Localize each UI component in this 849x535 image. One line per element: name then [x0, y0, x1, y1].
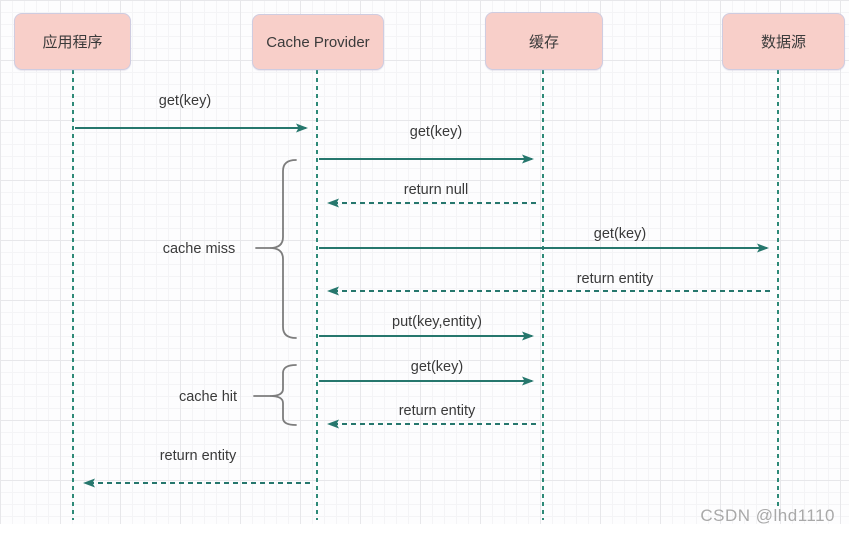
actor-application: 应用程序 — [14, 13, 131, 70]
lifelines — [72, 70, 779, 520]
sequence-diagram-canvas: 应用程序 Cache Provider 缓存 数据源 get(key) get(… — [0, 0, 849, 524]
annotation-cache-miss: cache miss — [162, 241, 236, 257]
annotation-cache-hit: cache hit — [178, 389, 238, 405]
actor-data-source: 数据源 — [722, 13, 845, 70]
csdn-watermark: CSDN @lhd1110 — [700, 506, 835, 525]
actor-cache-provider: Cache Provider — [252, 14, 384, 70]
message-label-return-entity-1: return entity — [576, 271, 654, 287]
message-label-get-key-4: get(key) — [410, 359, 464, 375]
brace-cache-miss — [269, 159, 297, 339]
solid-message-arrows — [75, 123, 769, 386]
annotation-braces — [253, 159, 297, 426]
message-label-get-key-2: get(key) — [409, 124, 463, 140]
message-label-put-key-entity: put(key,entity) — [392, 314, 482, 330]
message-label-return-null: return null — [403, 182, 469, 198]
dashed-return-arrows — [83, 198, 770, 488]
message-label-get-key-3: get(key) — [593, 226, 647, 242]
message-label-get-key-1: get(key) — [158, 93, 212, 109]
message-label-return-entity-2: return entity — [398, 403, 476, 419]
message-label-return-entity-3: return entity — [159, 448, 237, 464]
brace-cache-hit — [269, 364, 297, 426]
diagram-lines-layer — [72, 70, 779, 520]
actor-cache: 缓存 — [485, 12, 603, 70]
